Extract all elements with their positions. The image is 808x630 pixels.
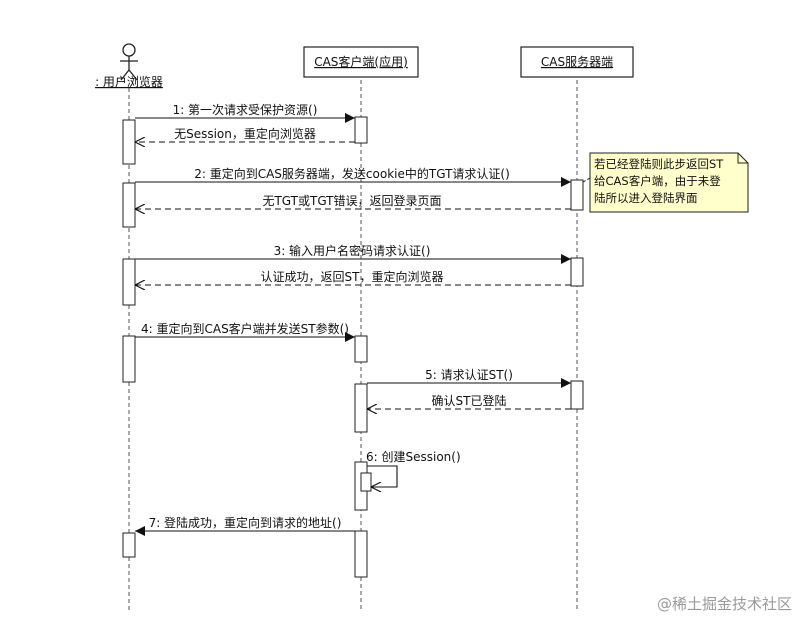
participant-server-label: CAS服务器端 [541, 54, 613, 69]
note-line-3: 陆所以进入登陆界面 [594, 191, 698, 205]
message-7: 4: 重定向到CAS客户端并发送ST参数() [135, 321, 355, 342]
activation-user [122, 119, 136, 165]
message-7-label: 4: 重定向到CAS客户端并发送ST参数() [141, 321, 349, 336]
participant-client-label: CAS客户端(应用) [314, 54, 408, 69]
actor-user-icon [120, 43, 138, 81]
message-9-label: 确认ST已登陆 [432, 393, 507, 408]
message-3-label: 2: 重定向到CAS服务器端，发送cookie中的TGT请求认证() [194, 166, 510, 181]
message-5: 3: 输入用户名密码请求认证() [135, 243, 571, 264]
activation-client [354, 530, 368, 578]
note: 若已经登陆则此步返回ST 给CAS客户端，由于未登 陆所以进入登陆界面 [582, 152, 749, 213]
message-3: 2: 重定向到CAS服务器端，发送cookie中的TGT请求认证() [135, 166, 571, 187]
message-11-label: 7: 登陆成功，重定向到请求的地址() [149, 515, 342, 530]
activation-client-nested [360, 472, 372, 492]
participant-user-label: : 用户浏览器 [95, 74, 163, 89]
activation-server [570, 257, 584, 287]
participant-server-box [520, 46, 634, 78]
activation-server [570, 179, 584, 211]
message-1: 1: 第一次请求受保护资源() [135, 103, 355, 123]
activation-user [122, 335, 136, 383]
message-10-self-call: 6: 创建Session() [366, 450, 461, 487]
note-line-1: 若已经登陆则此步返回ST [594, 157, 724, 171]
note-connector [582, 177, 591, 183]
activation-client [354, 335, 368, 363]
message-10-label: 6: 创建Session() [366, 450, 461, 464]
note-line-2: 给CAS客户端，由于未登 [594, 174, 721, 188]
message-4-label: 无TGT或TGT错误，返回登录页面 [262, 193, 441, 208]
message-6-label: 认证成功，返回ST，重定向浏览器 [261, 269, 444, 284]
watermark: @稀土掘金技术社区 [656, 595, 792, 613]
activation-client [354, 116, 368, 144]
message-2-label: 无Session，重定向浏览器 [174, 126, 316, 141]
activations [122, 116, 584, 578]
message-2: 无Session，重定向浏览器 [135, 126, 355, 142]
participant-client-box [303, 46, 419, 78]
activation-user [122, 182, 136, 228]
message-8-label: 5: 请求认证ST() [425, 368, 513, 382]
note-shape [589, 152, 749, 213]
activation-user [122, 258, 136, 306]
note-fold [737, 153, 748, 164]
message-9: 确认ST已登陆 [367, 393, 571, 409]
message-5-label: 3: 输入用户名密码请求认证() [274, 243, 431, 258]
message-1-label: 1: 第一次请求受保护资源() [173, 103, 318, 117]
activation-server [570, 380, 584, 410]
message-11: 7: 登陆成功，重定向到请求的地址() [135, 515, 355, 536]
activation-client [354, 383, 368, 433]
activation-user [122, 532, 136, 558]
message-6: 认证成功，返回ST，重定向浏览器 [135, 269, 571, 285]
message-8: 5: 请求认证ST() [367, 368, 571, 388]
message-4: 无TGT或TGT错误，返回登录页面 [135, 193, 571, 209]
